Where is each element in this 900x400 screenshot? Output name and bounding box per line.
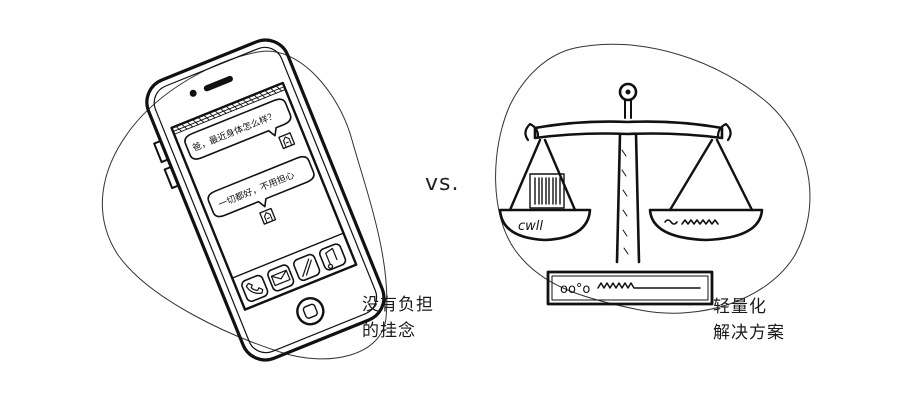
mail-app-icon	[267, 264, 295, 292]
status-bar	[172, 86, 286, 135]
smartphone: 爸，最近身体怎么样？ 一切都好，不用担心	[145, 38, 386, 362]
left-caption-line-2: 的挂念	[362, 321, 416, 341]
app-dock	[241, 243, 347, 303]
right-pan-doodle	[664, 219, 719, 225]
dock-divider	[231, 232, 345, 279]
versus-label: vs.	[425, 171, 460, 196]
left-caption: 没有负担 的挂念	[362, 292, 434, 344]
right-caption-line-2: 解决方案	[713, 323, 785, 343]
right-blob-outline	[495, 43, 811, 314]
scale-pillar	[615, 132, 641, 264]
left-blob-outline	[101, 50, 388, 360]
volume-button-2	[163, 166, 178, 190]
right-caption-line-1: 轻量化	[713, 297, 767, 317]
phone-body	[145, 38, 386, 362]
right-scale-pan	[648, 208, 764, 242]
home-button-square	[302, 303, 318, 319]
scale-base	[546, 270, 714, 306]
barcode-icon	[529, 173, 565, 209]
avatar-icon	[259, 207, 277, 225]
balance-scale: cwll oo°o	[498, 82, 764, 306]
phone-screen	[170, 81, 358, 311]
volume-button	[153, 140, 168, 164]
scale-beam	[533, 120, 724, 140]
scale-top-ring	[618, 82, 638, 102]
earpiece	[203, 75, 233, 92]
left-scale-pan	[498, 208, 592, 242]
base-doodle: oo°o	[560, 282, 590, 297]
browser-app-icon	[293, 253, 321, 282]
left-pan-doodle: cwll	[518, 219, 543, 234]
phone-body-inner-edge	[153, 46, 378, 354]
right-caption: 轻量化 解决方案	[713, 294, 785, 346]
music-app-icon	[319, 243, 347, 271]
chat-bubble-bottom	[207, 155, 315, 218]
home-button	[296, 297, 325, 326]
front-camera-icon	[189, 89, 197, 97]
phone-app-icon	[241, 274, 269, 303]
left-caption-line-1: 没有负担	[362, 295, 434, 315]
avatar-icon	[278, 132, 296, 150]
chat-bubble-top	[184, 98, 292, 160]
